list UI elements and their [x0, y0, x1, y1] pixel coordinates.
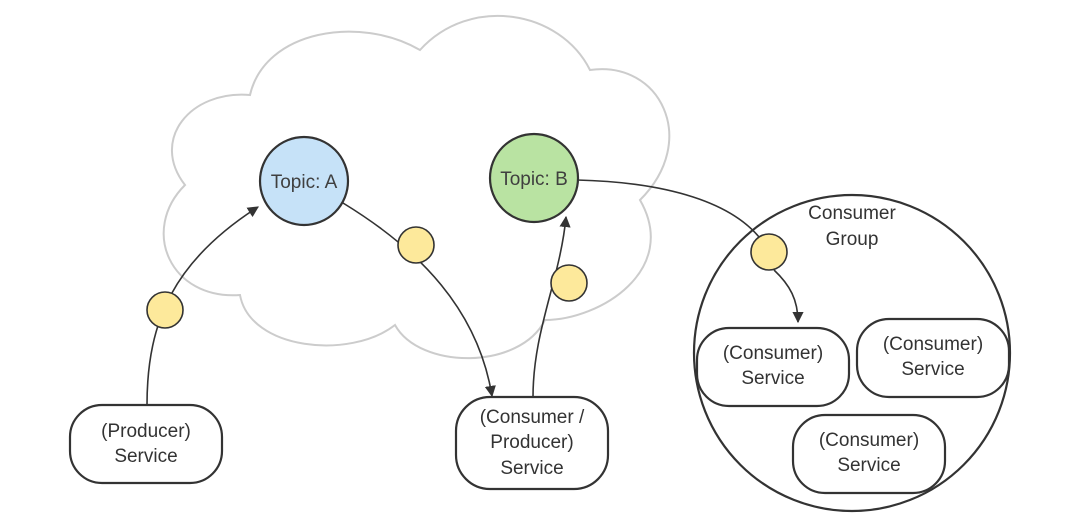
consumer-service-1-line1: (Consumer): [723, 343, 823, 364]
topic-b-label: Topic: B: [500, 169, 568, 190]
consumer-producer-service-box: (Consumer / Producer) Service: [454, 395, 610, 491]
broker-cloud: [162, 14, 671, 360]
topic-b-to-consumer-group-line: [576, 179, 769, 251]
consumer-group-label-line1: Consumer: [808, 203, 896, 224]
topic-a-label: Topic: A: [271, 172, 338, 193]
consumer-producer-service-line3: Service: [500, 458, 563, 479]
consumer-producer-service-line1: (Consumer /: [480, 407, 585, 428]
group-message-to-consumer-arrow: [773, 269, 804, 324]
consumer-service-box-2: (Consumer) Service: [855, 317, 1011, 399]
message-dot-consumer-group: [750, 233, 788, 271]
topic-b-node: [488, 132, 580, 224]
message-dot-consumer-producer: [550, 264, 588, 302]
consumer-producer-service-line2: Producer): [490, 432, 573, 453]
message-dot-producer: [146, 291, 184, 329]
consumer-group-label-line2: Group: [826, 229, 879, 250]
consumer-service-3-line1: (Consumer): [819, 430, 919, 451]
producer-service-box: (Producer) Service: [68, 403, 224, 485]
consumer-service-box-3: (Consumer) Service: [791, 413, 947, 495]
consumer-producer-to-topic-b-arrow: [532, 215, 571, 398]
producer-service-line2: Service: [114, 446, 177, 467]
message-dot-topic-a: [397, 226, 435, 264]
consumer-service-2-line1: (Consumer): [883, 334, 983, 355]
consumer-service-1-line2: Service: [741, 368, 804, 389]
consumer-service-box-1: (Consumer) Service: [695, 326, 851, 408]
topic-a-to-consumer-producer-arrow: [342, 202, 496, 398]
topic-a-node: [258, 135, 350, 227]
consumer-service-3-line2: Service: [837, 455, 900, 476]
consumer-service-2-line2: Service: [901, 359, 964, 380]
producer-service-line1: (Producer): [101, 421, 191, 442]
